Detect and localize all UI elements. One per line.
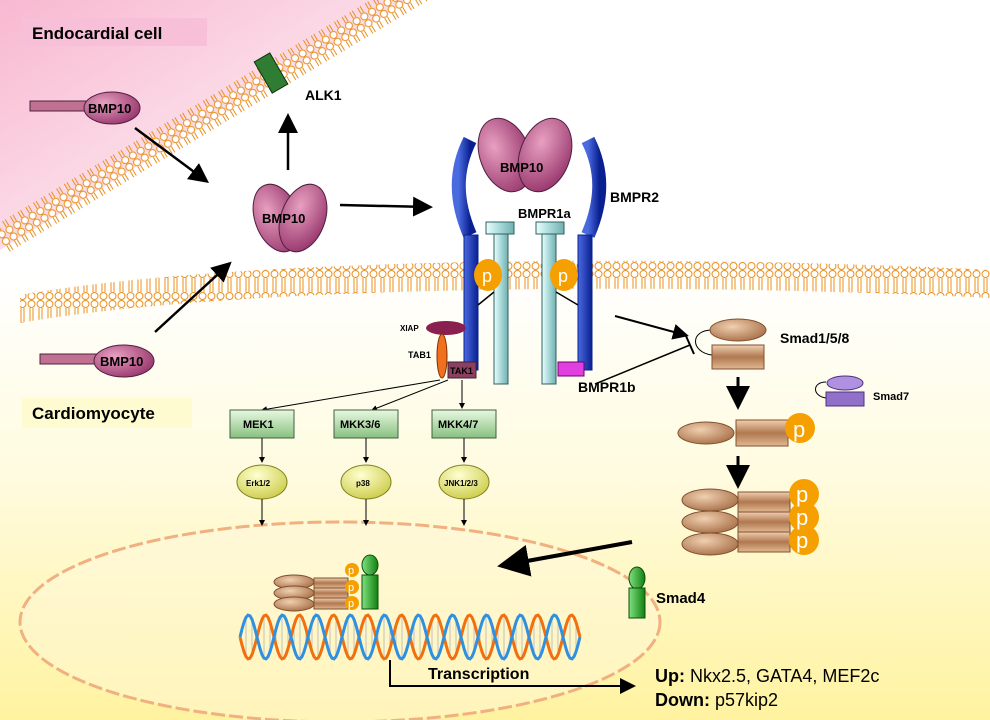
bmpr1b-receptor <box>557 361 585 377</box>
arrow-tak1-mek1 <box>261 379 441 413</box>
arrow-receptor-to-smad <box>614 315 689 340</box>
down-regulated-genes: Down:p57kip2 <box>655 690 778 710</box>
xiap-protein <box>426 321 466 335</box>
nuclear-smad-complex: p p p <box>273 554 379 612</box>
phospho-label: p <box>348 582 354 594</box>
inhibition-smad7 <box>594 344 691 385</box>
smad-complex: p p p <box>681 479 819 556</box>
smad7-protein <box>815 375 865 407</box>
mek1-box: MEK1 <box>229 409 295 439</box>
phospho-label: p <box>793 417 805 442</box>
bmp10-dimer: BMP10 <box>252 183 328 253</box>
phospho-label: p <box>558 266 568 286</box>
inhibition-bar <box>685 335 695 355</box>
bmpr2-label: BMPR2 <box>610 189 659 205</box>
alk1-receptor <box>253 52 289 94</box>
bmp10-label: BMP10 <box>262 211 305 226</box>
arrow-bmp10-to-dimer-bottom <box>154 261 232 333</box>
mkk47-label: MKK4/7 <box>438 419 478 431</box>
arrow-dimer-to-receptor <box>339 196 433 217</box>
phospho-label: p <box>796 505 808 530</box>
dna-strand <box>238 613 582 661</box>
arrow-bmp10-to-dimer-top <box>134 126 210 183</box>
mkk36-label: MKK3/6 <box>340 419 380 431</box>
tab1-protein <box>436 333 448 379</box>
cardiomyocyte-label: Cardiomyocyte <box>32 404 155 423</box>
tak1-protein <box>447 361 477 379</box>
smad158-phosphorylated: p <box>677 413 815 447</box>
bmpr1a-label: BMPR1a <box>518 206 572 221</box>
endocardial-label-bg <box>22 18 207 46</box>
smad4-protein <box>628 566 646 619</box>
alk1-label: ALK1 <box>305 87 342 103</box>
tak1-label: TAK1 <box>450 366 473 376</box>
transcription-arrow <box>389 660 636 694</box>
receptor-link-right <box>555 291 579 306</box>
bmp10-label: BMP10 <box>88 101 131 116</box>
phospho-label: p <box>348 565 354 577</box>
mkk36-box: MKK3/6 <box>333 409 399 439</box>
bmp10-prodomain-bottom: BMP10 <box>39 344 155 378</box>
arrow-complex-to-nucleus <box>497 540 633 577</box>
nucleus-envelope <box>18 520 662 720</box>
mkk47-box: MKK4/7 <box>431 409 497 439</box>
up-genes: Nkx2.5, GATA4, MEF2c <box>690 666 879 686</box>
tab1-label: TAB1 <box>408 350 431 360</box>
up-label: Up: <box>655 666 685 686</box>
endocardial-cell-label: Endocardial cell <box>32 24 162 43</box>
smad4-label: Smad4 <box>656 590 706 607</box>
arrow-tak1-mkk36 <box>371 379 449 411</box>
jnk-label: JNK1/2/3 <box>444 479 478 488</box>
phospho-label: p <box>796 482 808 507</box>
p38-label: p38 <box>356 479 370 488</box>
bmp10-label: BMP10 <box>100 354 143 369</box>
down-genes: p57kip2 <box>715 690 778 710</box>
bmp10-label: BMP10 <box>500 160 543 175</box>
bmp10-prodomain-top: BMP10 <box>29 91 141 125</box>
smad158-label: Smad1/5/8 <box>780 330 849 346</box>
bmpr2-right <box>577 136 607 371</box>
p38-node: p38 <box>340 464 392 500</box>
dna-helix <box>238 613 582 661</box>
bmp10-bound-dimer: BMP10 <box>477 117 573 193</box>
endocardial-membrane <box>0 0 428 253</box>
phospho-receptor-left: p <box>474 259 502 291</box>
erk-node: Erk1/2 <box>236 464 288 500</box>
transcription-label: Transcription <box>428 666 529 683</box>
phospho-label: p <box>482 266 492 286</box>
smad158-inactive <box>695 318 767 370</box>
receptor-link-left <box>477 291 495 306</box>
bmpr1b-label: BMPR1b <box>578 379 636 395</box>
phospho-label: p <box>796 528 808 553</box>
mek1-label: MEK1 <box>243 419 274 431</box>
down-label: Down: <box>655 690 710 710</box>
phospho-receptor-right: p <box>550 259 578 291</box>
phospho-label: p <box>348 598 354 610</box>
erk-label: Erk1/2 <box>246 479 271 488</box>
cardiomyocyte-label-bg <box>22 398 192 428</box>
jnk-node: JNK1/2/3 <box>438 464 490 500</box>
xiap-label: XIAP <box>400 324 419 333</box>
smad7-label: Smad7 <box>873 391 909 403</box>
bmpr2-left <box>451 136 479 371</box>
cardiomyocyte-membrane <box>20 260 990 323</box>
up-regulated-genes: Up:Nkx2.5, GATA4, MEF2c <box>655 666 879 686</box>
